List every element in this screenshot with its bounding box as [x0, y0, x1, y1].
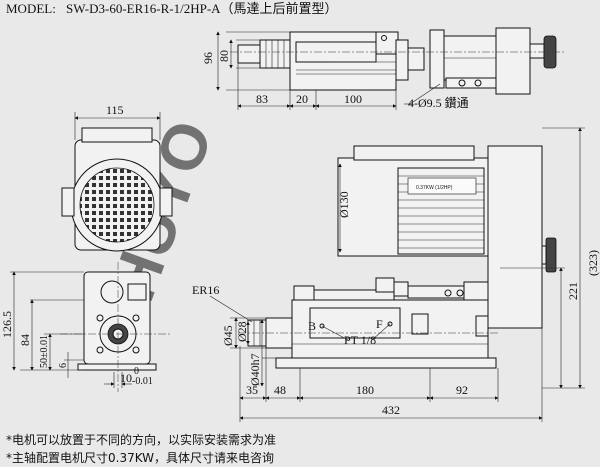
dia-45: Ø45 — [221, 325, 235, 346]
port-b: B — [308, 319, 316, 333]
dim-84: 84 — [18, 334, 32, 346]
model-title: SW-D3-60-ER16-R-1/2HP-A（馬達上后前置型） — [66, 1, 338, 16]
top-rear-plate — [429, 29, 445, 89]
end-view: 115 126.5 84 50±0.01 6 — [0, 103, 173, 392]
dim-10-tol-lower: -0.01 — [132, 376, 153, 387]
dim-92: 92 — [456, 383, 468, 397]
dim-96: 96 — [201, 52, 215, 64]
dim-432: 432 — [382, 403, 400, 417]
motor-nameplate — [407, 177, 477, 195]
dim-323: (323) — [586, 250, 600, 276]
note-motor-size: *主轴配置电机尺寸0.37KW，具体尺寸请来电咨询 — [6, 450, 274, 465]
model-label: MODEL: — [6, 1, 56, 16]
port-f: F — [376, 317, 383, 331]
fan-grille — [79, 167, 155, 243]
dia-40h7: Ø40h7 — [248, 353, 262, 386]
dim-20: 20 — [296, 92, 308, 106]
side-knob — [545, 237, 557, 273]
dim-10: 10 — [120, 371, 132, 385]
rear-end-plate — [487, 145, 543, 329]
dim-126-5: 126.5 — [0, 311, 14, 338]
hole-note: 4-Ø9.5 鑽通 — [408, 95, 469, 110]
top-view: 96 80 83 20 100 4-Ø9.5 鑽通 — [201, 27, 565, 110]
er16-label: ER16 — [192, 283, 219, 297]
dim-10-tol-upper: 0 — [134, 366, 139, 377]
dim-35: 35 — [246, 383, 258, 397]
dim-80: 80 — [217, 50, 231, 62]
top-spindle-nut — [259, 39, 291, 69]
dim-100: 100 — [344, 92, 362, 106]
top-spindle-nose — [237, 44, 261, 64]
dim-6: 6 — [58, 363, 69, 368]
top-quill-block — [375, 31, 399, 55]
mounting-base-side — [275, 357, 497, 369]
port-pt: PT 1/8 — [344, 333, 376, 347]
note-motor-orientation: *电机可以放置于不同的方向，以实际安装需求为准 — [6, 432, 276, 447]
dim-115: 115 — [106, 103, 124, 117]
dim-50: 50±0.01 — [39, 335, 50, 368]
top-end-plate — [495, 27, 531, 95]
dim-180: 180 — [356, 383, 374, 397]
dim-221: 221 — [566, 282, 580, 300]
dia-28: Ø28 — [235, 321, 249, 342]
side-view: 0.37KW (1/2HP) Ø130 (323) 221 — [192, 127, 600, 422]
dim-48: 48 — [274, 383, 286, 397]
dia-130: Ø130 — [337, 191, 351, 218]
motor-label: 0.37KW (1/2HP) — [416, 185, 453, 191]
dim-83: 83 — [256, 92, 268, 106]
